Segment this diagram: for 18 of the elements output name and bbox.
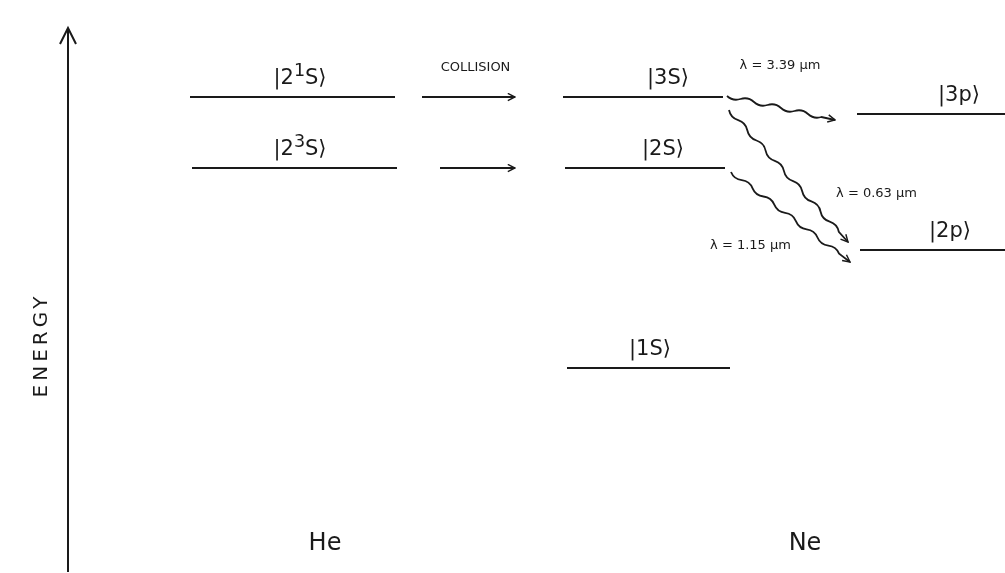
level-label: |2$^{3}$S⟩ [273,133,327,159]
level-label: |1S⟩ [629,338,671,359]
edge-label: λ = 3.39 µm [737,58,823,73]
axis-label: ENERGY [28,292,52,398]
level-label: |2p⟩ [929,220,971,241]
wavy-arrow [728,109,849,243]
edge-label: λ = 0.63 µm [834,186,919,201]
element-label: He [308,528,342,556]
arrow [439,163,516,173]
level-label: |3S⟩ [647,67,689,88]
wavy-arrow [726,95,836,123]
arrow [421,92,516,102]
level-label: |2$^{1}$S⟩ [273,62,327,88]
wavy-arrow [730,171,851,263]
edge-label: λ = 1.15 µm [708,238,793,253]
level-label: |2S⟩ [642,138,684,159]
level-label: |3p⟩ [938,84,980,105]
element-label: Ne [788,528,822,556]
